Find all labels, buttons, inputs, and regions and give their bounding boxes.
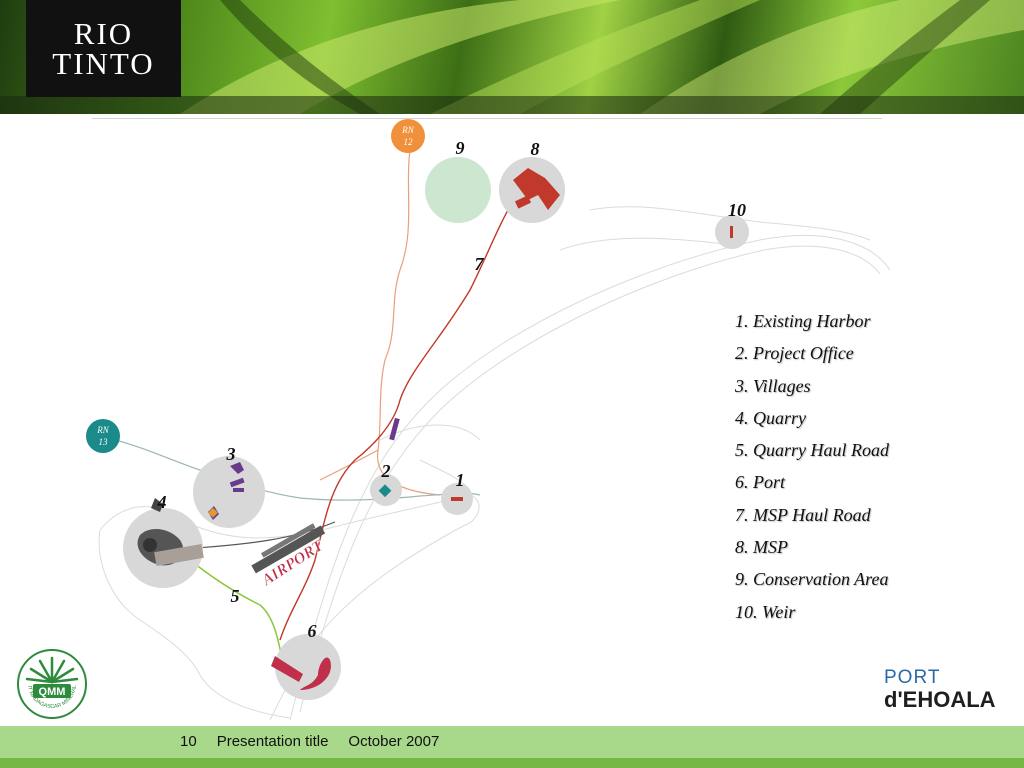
villages-circle xyxy=(193,456,265,528)
site-number-7: 7 xyxy=(475,254,485,274)
port-structures xyxy=(271,656,331,690)
brand-line-1: RIO xyxy=(73,15,134,51)
port-logo-line-2: d'EHOALA xyxy=(884,687,996,712)
quarry-pits xyxy=(137,498,204,567)
footer-text: 10 Presentation title October 2007 xyxy=(180,733,439,750)
header-divider xyxy=(92,118,882,119)
rn13-road xyxy=(102,436,481,501)
legend-item: 10. Weir xyxy=(735,601,796,622)
port-dehoala-logo: PORT d'EHOALA xyxy=(884,668,1014,712)
conservation-area-circle xyxy=(425,157,491,223)
qmm-text: QMM xyxy=(39,686,66,698)
legend-item: 3. Villages xyxy=(735,375,811,396)
legend-item: 4. Quarry xyxy=(735,407,806,428)
rn13-badge: RN 13 xyxy=(86,419,120,453)
national-roads xyxy=(319,149,441,496)
presentation-title: Presentation title xyxy=(216,733,329,750)
footer-band xyxy=(0,726,1024,758)
legend-item: 9. Conservation Area xyxy=(735,569,889,590)
site-number-6: 6 xyxy=(308,621,317,641)
legend-item: 5. Quarry Haul Road xyxy=(735,440,889,461)
header-banner: RIO TINTO xyxy=(0,0,1024,114)
site-number-2: 2 xyxy=(381,461,391,481)
existing-harbor-marker xyxy=(451,497,463,501)
site-number-9: 9 xyxy=(456,138,465,158)
rio-tinto-logo: RIO TINTO xyxy=(26,0,181,97)
footer-strip xyxy=(0,758,1024,768)
map-legend: 1. Existing Harbor 2. Project Office 3. … xyxy=(735,309,889,632)
corridor-structure xyxy=(389,417,400,441)
weir-structure xyxy=(730,226,733,238)
rn12-badge: RN 12 xyxy=(391,119,425,153)
legend-item: 8. MSP xyxy=(735,537,788,558)
airport-runway xyxy=(251,523,326,574)
rn13-line1: RN xyxy=(96,425,109,435)
legend-item: 6. Port xyxy=(735,472,786,493)
rn12-line2: 12 xyxy=(404,137,414,147)
legend-item: 2. Project Office xyxy=(735,343,854,364)
site-map: RN 12 RN 13 1 2 3 4 5 6 7 8 9 10 AIRPORT xyxy=(86,119,891,721)
port-logo-line-1: PORT xyxy=(884,667,941,688)
page-number: 10 xyxy=(180,733,197,750)
rn13-line2: 13 xyxy=(99,437,109,447)
site-number-5: 5 xyxy=(231,586,240,606)
msp-haul-road xyxy=(279,189,521,641)
site-number-8: 8 xyxy=(531,139,540,159)
leaf-photo-background xyxy=(0,0,1024,114)
project-office-marker xyxy=(378,484,392,498)
qmm-logo: QMM QIT MADAGASCAR MINERALS xyxy=(16,648,87,719)
rn12-line1: RN xyxy=(401,125,414,135)
legend-item: 1. Existing Harbor xyxy=(735,311,871,331)
site-number-1: 1 xyxy=(456,470,465,490)
quarry-haul-road xyxy=(189,559,283,661)
port-site-circle xyxy=(275,634,341,700)
msp-buildings xyxy=(513,168,560,210)
site-number-4: 4 xyxy=(157,492,167,512)
site-number-3: 3 xyxy=(226,444,236,464)
presentation-date: October 2007 xyxy=(348,733,440,750)
legend-item: 7. MSP Haul Road xyxy=(735,504,871,525)
brand-line-2: TINTO xyxy=(52,45,155,81)
site-number-10: 10 xyxy=(728,200,746,220)
